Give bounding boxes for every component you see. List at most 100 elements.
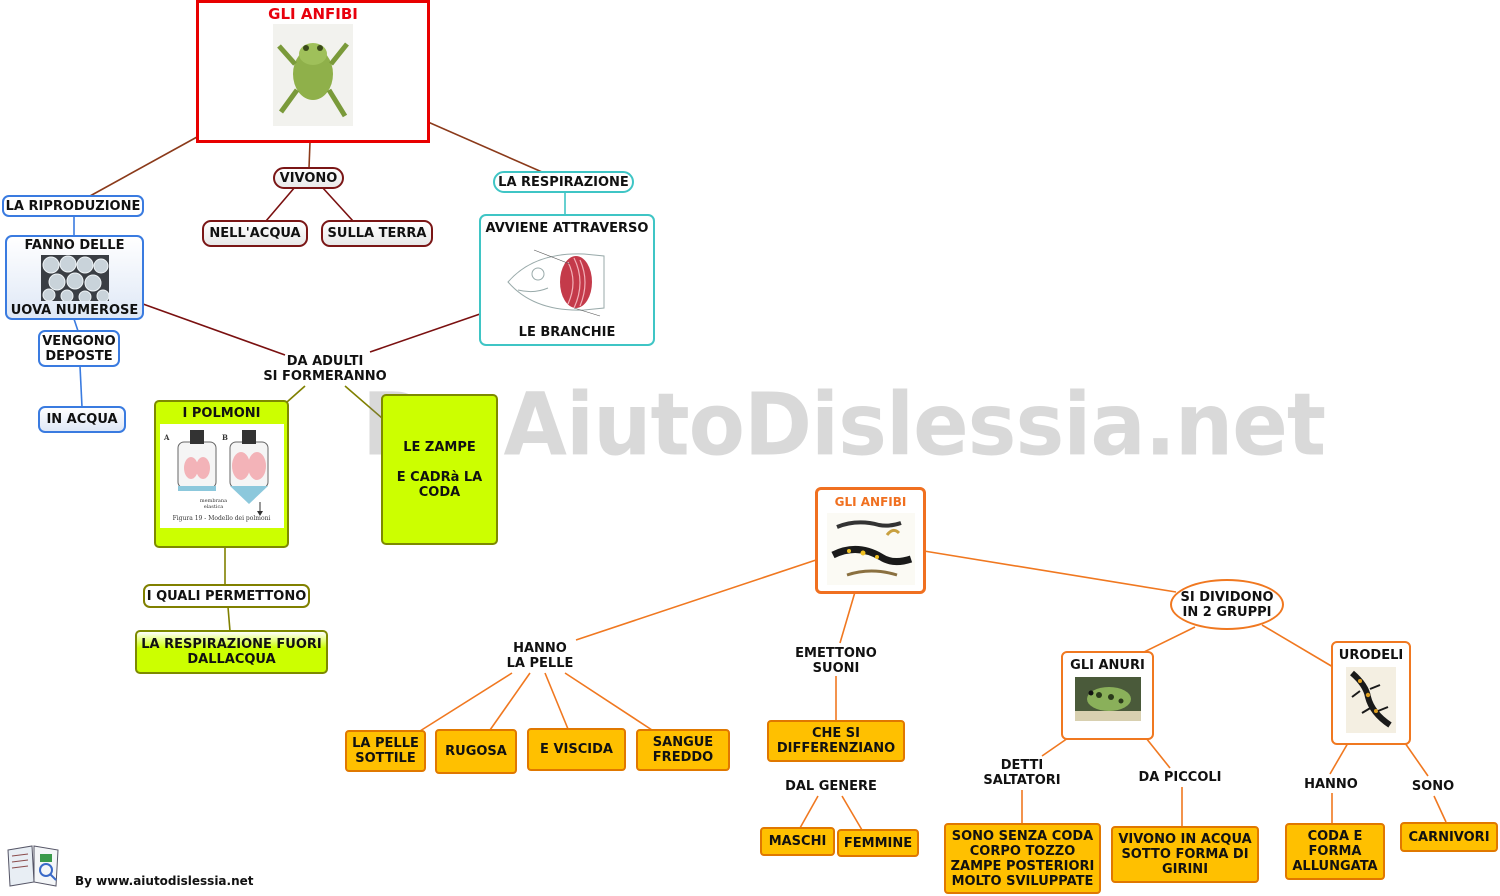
viscida-node[interactable]: E VISCIDA xyxy=(527,728,626,771)
book-logo-icon xyxy=(7,845,59,887)
si-dividono-node[interactable]: SI DIVIDONO IN 2 GRUPPI xyxy=(1170,579,1284,630)
resp-fuori-node[interactable]: LA RESPIRAZIONE FUORI DALLACQUA xyxy=(135,630,328,674)
link-gruppi-anuri xyxy=(1139,626,1196,655)
deposte-label: DEPOSTE xyxy=(45,348,113,364)
freddo-label: FREDDO xyxy=(652,750,714,765)
link-title-riproduzione xyxy=(89,136,198,197)
hanno-pelle-node[interactable]: HANNO LA PELLE xyxy=(495,639,585,673)
anuri-label: GLI ANURI xyxy=(1070,658,1145,673)
vivono-node[interactable]: VIVONO xyxy=(273,167,344,189)
fanno-uova-node[interactable]: FANNO DELLE UOVA NUMEROSE xyxy=(5,235,144,320)
hanno-urodeli-node[interactable]: HANNO xyxy=(1296,775,1366,793)
watermark: By AiutoDislessia.net xyxy=(362,375,1326,476)
da-piccoli-node[interactable]: DA PICCOLI xyxy=(1130,768,1230,786)
maschi-node[interactable]: MASCHI xyxy=(760,827,835,856)
zampe-posteriori-label: ZAMPE POSTERIORI xyxy=(950,858,1095,874)
anuro-frog-image xyxy=(1074,677,1141,721)
nell-acqua-label: NELL'ACQUA xyxy=(209,226,301,241)
membrana-caption: membrana elastica xyxy=(199,498,228,510)
molto-sviluppate-label: MOLTO SVILUPPATE xyxy=(951,873,1094,889)
quali-label: I QUALI PERMETTONO xyxy=(146,588,307,604)
carnivori-node[interactable]: CARNIVORI xyxy=(1400,822,1498,852)
sulla-terra-node[interactable]: SULLA TERRA xyxy=(321,220,433,247)
link-title-vivono xyxy=(308,141,311,169)
bottom-title-node[interactable]: GLI ANFIBI xyxy=(815,487,926,594)
fanno-label: FANNO DELLE xyxy=(24,237,125,253)
pelle-sottile-label-2: SOTTILE xyxy=(355,751,416,766)
girini-label: GIRINI xyxy=(1161,862,1209,877)
anuri-node[interactable]: GLI ANURI xyxy=(1061,651,1154,740)
da-adulti-label: DA ADULTI xyxy=(286,354,364,369)
link-anuri-detti xyxy=(1041,737,1069,757)
link-title-respirazione xyxy=(427,121,543,173)
pelle-sottile-label-1: LA PELLE xyxy=(352,736,419,751)
resp-fuori-label: LA RESPIRAZIONE FUORI xyxy=(141,637,322,652)
frog-eggs-image xyxy=(40,254,109,301)
detti-saltatori-node[interactable]: DETTI SALTATORI xyxy=(972,756,1072,790)
svg-text:B: B xyxy=(222,433,228,442)
cadra-label: E CADRà LA xyxy=(396,470,483,485)
respirazione-node[interactable]: LA RESPIRAZIONE xyxy=(493,171,634,193)
link-genere-maschi xyxy=(799,795,819,829)
emettono-label: EMETTONO xyxy=(795,646,877,661)
che-si-label: CHE SI xyxy=(811,726,861,741)
hanno-urodeli-label: HANNO xyxy=(1304,776,1358,792)
differenziano-label: DIFFERENZIANO xyxy=(776,741,896,756)
vivono-in-acqua-label: VIVONO IN ACQUA xyxy=(1118,832,1252,847)
sangue-freddo-node[interactable]: SANGUE FREDDO xyxy=(636,729,730,771)
footer-credit: By www.aiutodislessia.net xyxy=(75,874,254,888)
zampe-node[interactable]: LE ZAMPE E CADRà LA CODA xyxy=(381,394,498,545)
link-quali-resp xyxy=(227,606,231,632)
nell-acqua-node[interactable]: NELL'ACQUA xyxy=(202,220,308,247)
sulla-terra-label: SULLA TERRA xyxy=(327,226,427,241)
salamanders-image xyxy=(826,513,915,585)
forma-label: FORMA xyxy=(1308,844,1362,859)
dal-genere-node[interactable]: DAL GENERE xyxy=(780,777,882,795)
polmoni-node[interactable]: I POLMONI A B membrana elastica Figura 1… xyxy=(154,400,289,548)
femmine-label: FEMMINE xyxy=(843,835,913,851)
urodeli-label: URODELI xyxy=(1338,648,1404,663)
uova-label: UOVA NUMEROSE xyxy=(10,302,139,318)
link-genere-femmine xyxy=(841,795,863,831)
femmine-node[interactable]: FEMMINE xyxy=(837,829,919,857)
lungs-model-image: A B membrana elastica Figura 19 - Modell… xyxy=(159,424,284,528)
branchie-label: LE BRANCHIE xyxy=(518,325,616,340)
detti-label: DETTI xyxy=(1000,758,1044,773)
link-branchie-adulti xyxy=(369,313,481,353)
corpo-tozzo-label: CORPO TOZZO xyxy=(969,843,1076,859)
link-vivono-terra xyxy=(321,186,354,222)
link-adulti-zampe xyxy=(344,385,383,419)
saltatori-label: SALTATORI xyxy=(983,773,1061,788)
da-adulti-node[interactable]: DA ADULTI SI FORMERANNO xyxy=(255,352,395,386)
la-pelle-label: LA PELLE xyxy=(506,656,574,671)
in-acqua-node[interactable]: IN ACQUA xyxy=(38,406,126,433)
vivono-girini-node[interactable]: VIVONO IN ACQUA SOTTO FORMA DI GIRINI xyxy=(1111,826,1259,883)
pelle-sottile-node[interactable]: LA PELLE SOTTILE xyxy=(345,730,426,772)
link-urodeli-hanno xyxy=(1329,742,1349,775)
avviene-node[interactable]: AVVIENE ATTRAVERSO LE BRANCHIE xyxy=(479,214,655,346)
rugosa-node[interactable]: RUGOSA xyxy=(435,729,517,774)
in-acqua-label: IN ACQUA xyxy=(46,412,118,427)
top-title-node[interactable]: GLI ANFIBI xyxy=(196,0,430,143)
link-fanno-adulti xyxy=(142,303,286,356)
sono-label: SONO xyxy=(1411,778,1455,794)
fish-gills-image xyxy=(504,241,630,320)
quali-permettono-node[interactable]: I QUALI PERMETTONO xyxy=(143,584,310,608)
coda-allungata-node[interactable]: CODA E FORMA ALLUNGATA xyxy=(1285,823,1385,880)
emettono-suoni-node[interactable]: EMETTONO SUONI xyxy=(790,644,882,678)
sono-node[interactable]: SONO xyxy=(1403,777,1463,795)
senza-coda-node[interactable]: SONO SENZA CODA CORPO TOZZO ZAMPE POSTER… xyxy=(944,823,1101,894)
respirazione-label: LA RESPIRAZIONE xyxy=(498,174,629,190)
vengono-deposte-node[interactable]: VENGONO DEPOSTE xyxy=(38,330,120,367)
dallacqua-label: DALLACQUA xyxy=(187,652,276,667)
urodeli-node[interactable]: URODELI xyxy=(1331,641,1411,745)
link-vivono-acqua xyxy=(265,186,296,222)
differenziano-node[interactable]: CHE SI DIFFERENZIANO xyxy=(767,720,905,762)
riproduzione-node[interactable]: LA RIPRODUZIONE xyxy=(2,195,144,217)
vivono-label: VIVONO xyxy=(279,170,338,186)
si-formeranno-label: SI FORMERANNO xyxy=(263,369,387,384)
si-dividono-label: SI DIVIDONO xyxy=(1180,589,1274,605)
link-b-gruppi xyxy=(923,550,1177,593)
link-vengono-acqua xyxy=(79,365,83,408)
urodelo-salamander-image xyxy=(1346,667,1396,733)
